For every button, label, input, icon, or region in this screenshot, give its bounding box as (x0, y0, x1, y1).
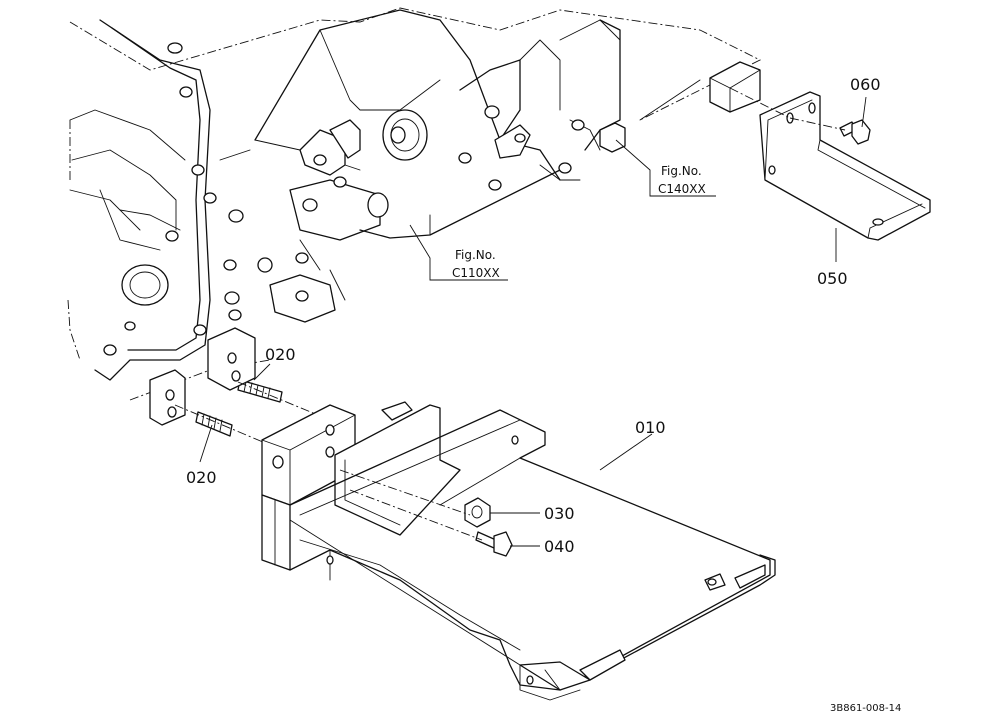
stud-bolts-020 (149, 327, 331, 446)
nut-030 (464, 497, 491, 528)
label-020-upper: 020 (265, 345, 296, 364)
drawing-code: 3B861-008-14 (830, 703, 901, 714)
bracket-050 (759, 91, 931, 241)
ref-a-line1: Fig.No. (455, 248, 496, 262)
transmission-housing (67, 7, 762, 401)
label-020-lower: 020 (186, 468, 217, 487)
bolt-060 (729, 87, 871, 145)
bolt-040 (475, 531, 513, 557)
leader-lines (199, 96, 867, 547)
ref-b-line2: C140XX (658, 182, 706, 196)
label-050: 050 (817, 269, 848, 288)
label-010: 010 (635, 418, 666, 437)
label-060: 060 (850, 75, 881, 94)
platform-010 (261, 401, 776, 701)
label-030: 030 (544, 504, 575, 523)
label-040: 040 (544, 537, 575, 556)
ref-b-line1: Fig.No. (661, 164, 702, 178)
ref-a-line2: C110XX (452, 266, 500, 280)
